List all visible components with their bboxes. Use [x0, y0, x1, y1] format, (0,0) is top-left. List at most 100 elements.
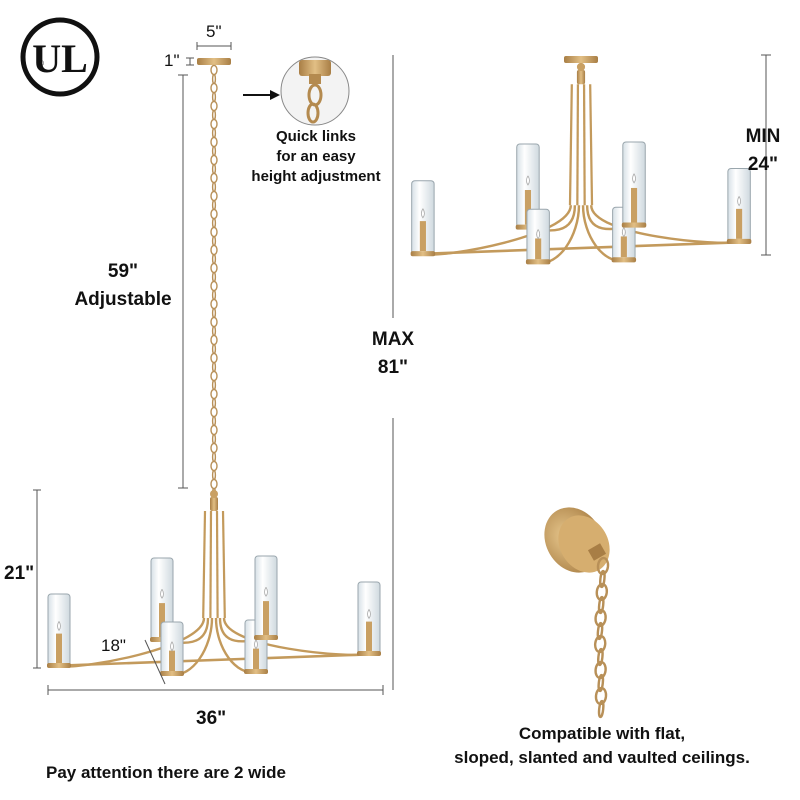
candle-socket [56, 633, 62, 663]
chain-link [210, 388, 218, 400]
chain-link [211, 163, 217, 175]
candle-socket [736, 208, 743, 239]
chain-link [211, 253, 217, 265]
bulb [170, 641, 174, 652]
center-body [210, 497, 218, 511]
candle-socket [524, 190, 532, 225]
svg-text:UL: UL [32, 36, 88, 81]
cup-base [726, 238, 752, 244]
chain-link [211, 235, 217, 247]
chain-link [211, 451, 217, 463]
bulb [57, 621, 61, 632]
chain-link [210, 82, 218, 94]
cross-bar [412, 240, 750, 256]
bulb [160, 588, 164, 599]
min-canopy [564, 56, 598, 63]
chain-link [211, 307, 217, 319]
chain-link [210, 64, 218, 76]
candle-socket [419, 221, 426, 252]
chain-link [210, 424, 218, 436]
chain-link [597, 595, 605, 615]
chain-link [211, 415, 217, 427]
bulb [536, 229, 541, 240]
chain-link [210, 244, 218, 256]
top-loop [210, 490, 218, 498]
support-rod [202, 510, 207, 619]
chain-link [211, 433, 217, 445]
chain-link [210, 478, 218, 490]
main-chandelier [47, 490, 381, 676]
chain-link [211, 127, 217, 139]
candle-socket [159, 603, 165, 637]
sloped-ceiling-canopy [544, 507, 610, 719]
chain-length-dimension-line [178, 74, 188, 489]
chain-link [210, 280, 218, 292]
candle-socket [535, 238, 542, 260]
chain-link [210, 316, 218, 328]
cup-base [254, 635, 278, 640]
cup-base [47, 663, 71, 668]
chain-link [211, 109, 217, 121]
quick-links-line-2: for an easy [276, 148, 356, 165]
chain-link [210, 352, 218, 364]
cup-base [410, 251, 436, 257]
chain-link [210, 334, 218, 346]
bulb [621, 227, 626, 238]
support-rod [209, 510, 213, 619]
bulb [420, 208, 425, 219]
chain-link [210, 460, 218, 472]
bulb [526, 175, 530, 186]
chain-link [211, 271, 217, 283]
cup-base [611, 257, 637, 263]
chain-link [211, 181, 217, 193]
fixture-width-label: 36" [196, 708, 227, 729]
chain-link [211, 145, 217, 157]
chain-link [210, 262, 218, 274]
bulb [632, 173, 636, 184]
support-rod [221, 510, 226, 619]
canopy-dimension-lines [186, 42, 232, 66]
support-rod [215, 510, 219, 619]
candle-socket [169, 650, 175, 671]
quick-links-note: Quick links for an easy height adjustmen… [246, 127, 386, 187]
ul-certification-logo: UL [20, 17, 100, 97]
cup-base [621, 222, 647, 228]
chain-link [210, 190, 218, 202]
ceiling-caption-line-1: Compatible with flat, [518, 724, 686, 743]
chain-link [210, 442, 218, 454]
ceiling-compatibility-caption: Compatible with flat, sloped, slanted an… [412, 722, 792, 770]
candle-socket [630, 187, 638, 223]
candle-socket [253, 648, 259, 669]
bulb [254, 639, 258, 650]
cup-base [244, 669, 268, 674]
max-height-title: MAX [371, 329, 415, 350]
chain-link [210, 370, 218, 382]
chain-link [210, 118, 218, 130]
min-height-label: MIN 24" [730, 123, 796, 179]
chain-link [211, 289, 217, 301]
chain-link [597, 647, 604, 667]
candle-socket [620, 236, 627, 258]
min-height-value: 24" [747, 154, 779, 175]
cup-base [357, 651, 381, 656]
max-height-value: 81" [377, 357, 409, 378]
chain-link [211, 91, 217, 103]
canopy-width-label: 5" [206, 22, 222, 41]
fixture-depth-label: 18" [101, 636, 126, 655]
canopy-height-label: 1" [164, 51, 180, 70]
chain-link [211, 379, 217, 391]
max-height-label: MAX 81" [346, 326, 440, 382]
cup-base [160, 671, 184, 676]
fixture-dimension-lines [33, 489, 384, 695]
chain-link [597, 699, 605, 719]
chain-link [210, 406, 218, 418]
chain-link [210, 154, 218, 166]
quick-links-line-1: Quick links [275, 128, 357, 145]
chain-link [210, 100, 218, 112]
bulb [737, 196, 742, 207]
chain-length-value: 59" [107, 261, 139, 282]
bulb [367, 609, 371, 620]
min-height-chandelier [410, 56, 752, 265]
quick-link-zoom-view [280, 56, 350, 126]
